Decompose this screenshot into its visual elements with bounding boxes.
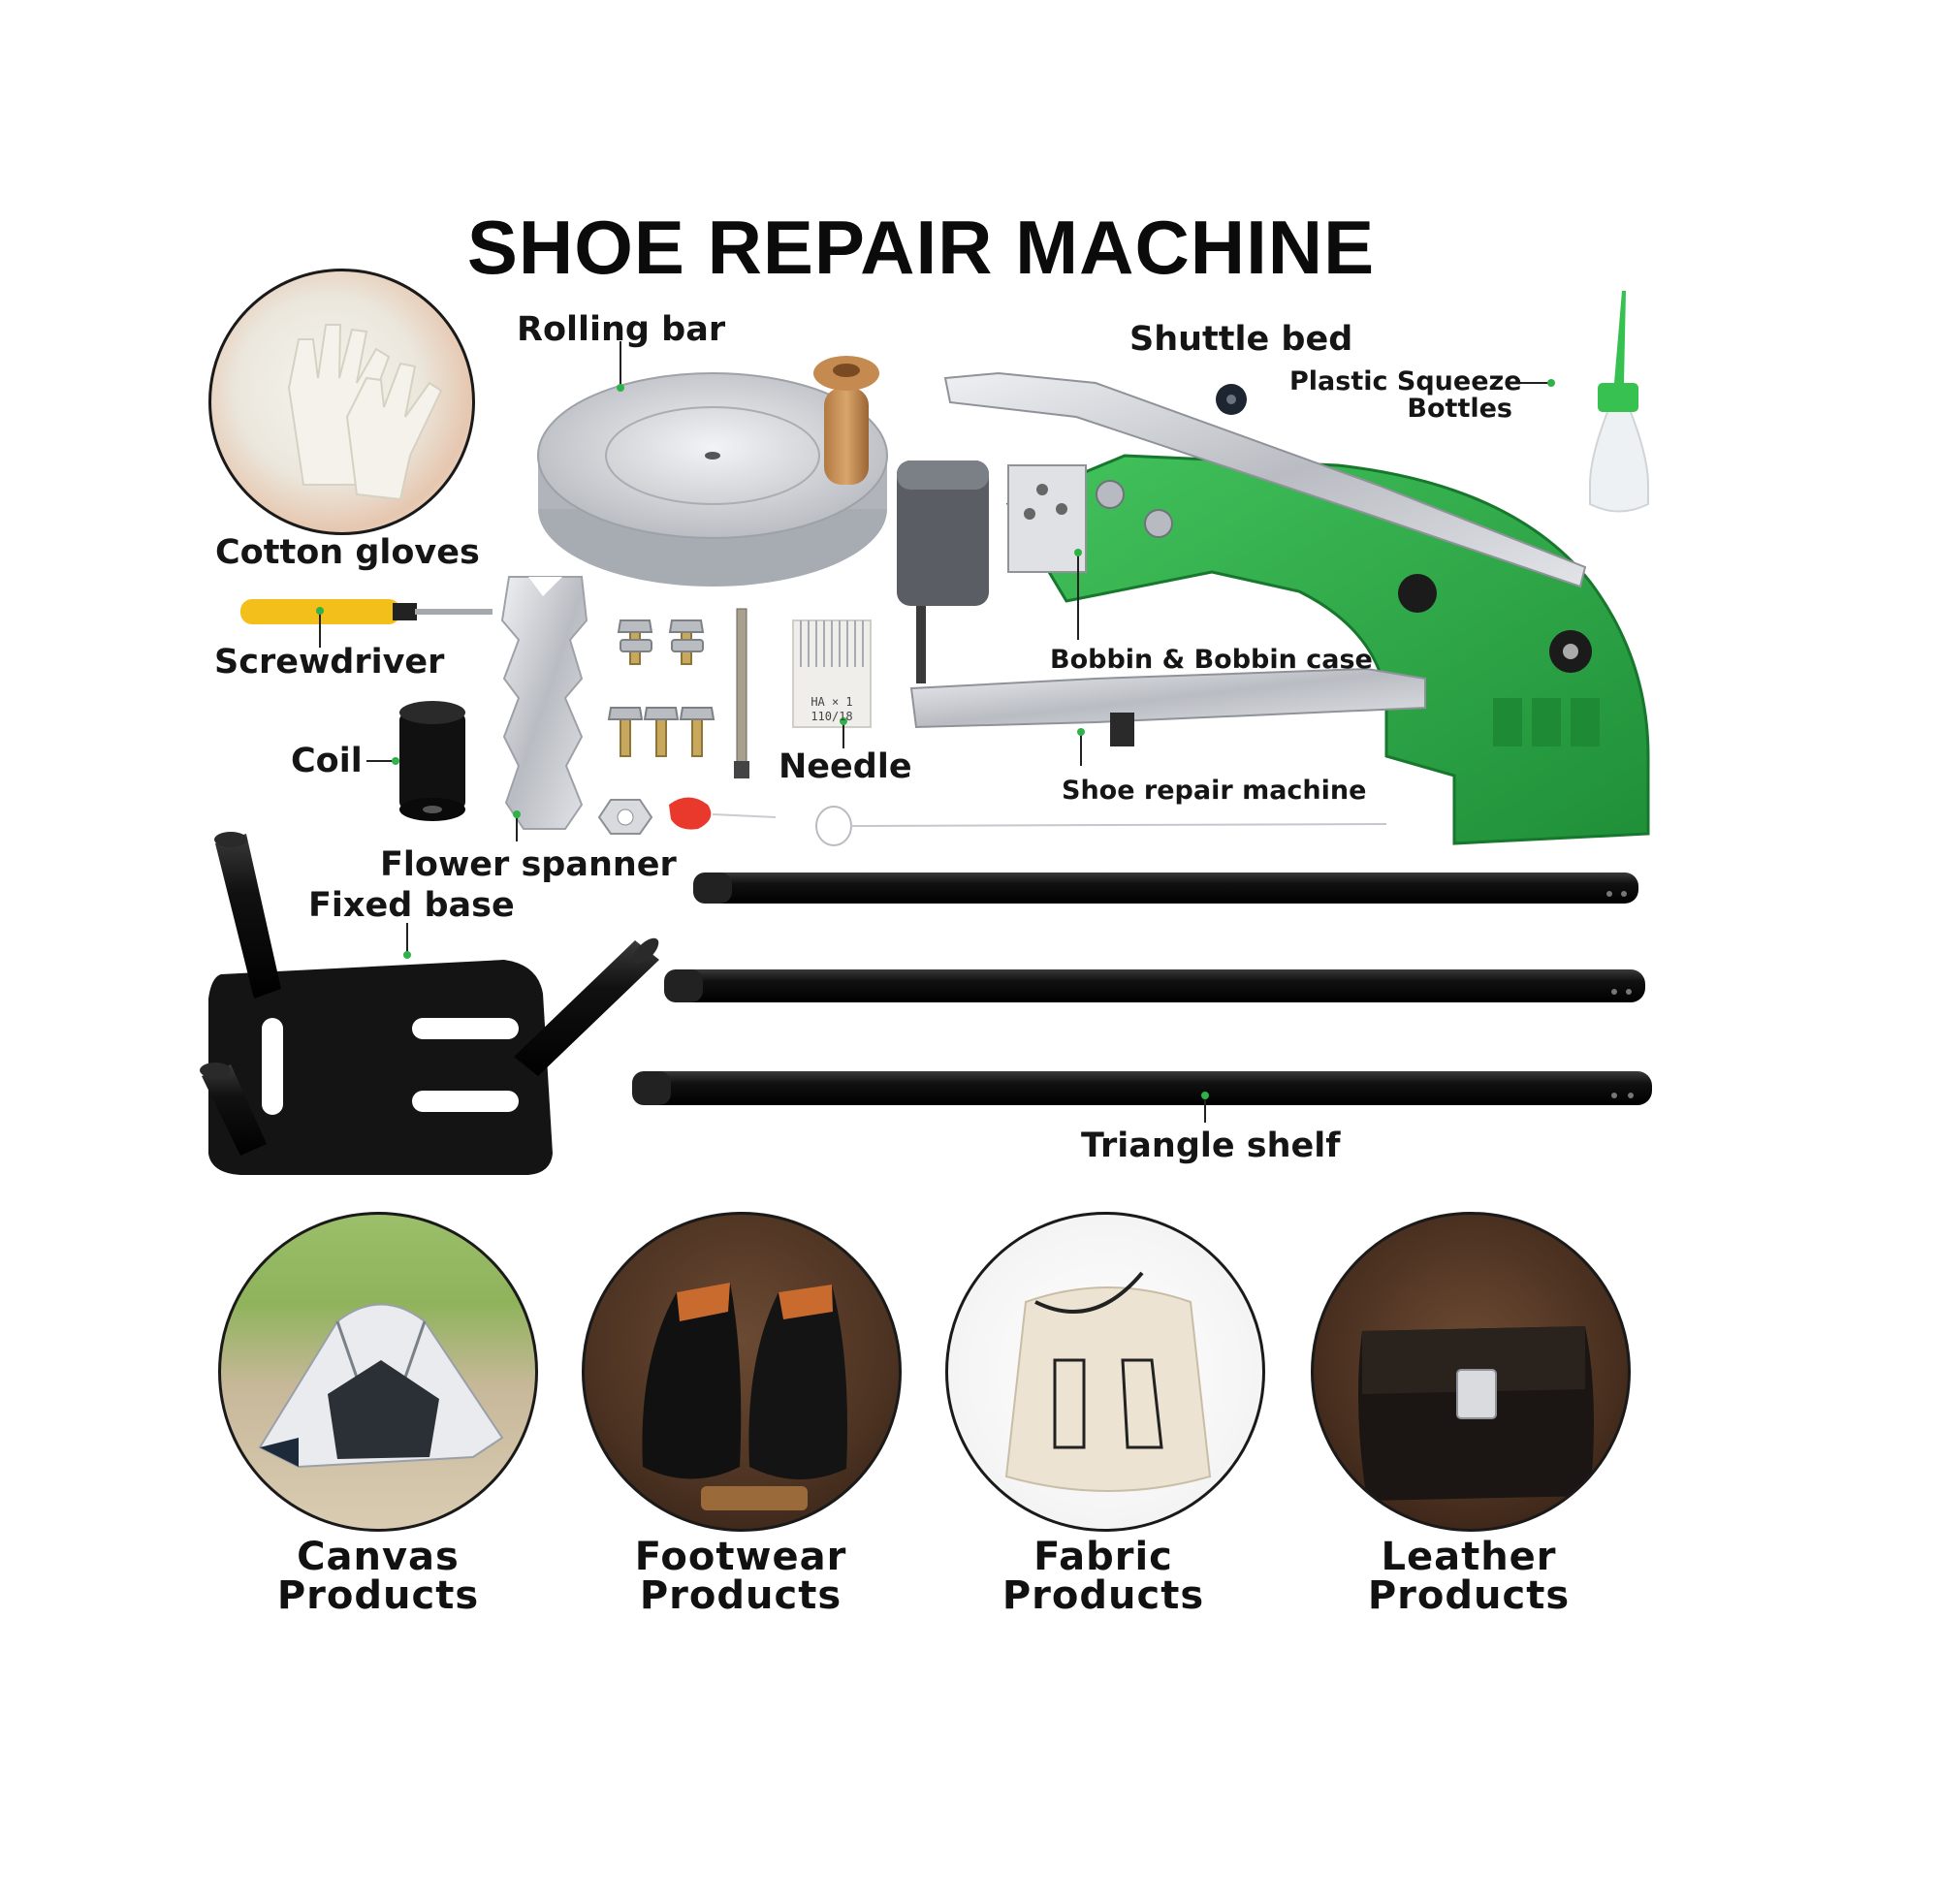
rolling-bar-disc (537, 356, 888, 587)
leather-products-image (1311, 1212, 1631, 1532)
needle-pack-text-2: 110/18 (811, 710, 852, 723)
label-needle: Needle (779, 747, 912, 786)
squeeze-bottle (1589, 291, 1649, 513)
flower-spanner-tool (500, 576, 588, 830)
category-leather-line2: Products (1367, 1573, 1571, 1618)
category-footwear: Footwear Products (566, 1538, 915, 1615)
label-squeeze-bottles-line1: Plastic Squeeze (1289, 366, 1522, 397)
category-canvas: Canvas Products (204, 1538, 553, 1615)
label-shuttle-bed: Shuttle bed (1129, 320, 1353, 359)
needle-pack-text-1: HA × 1 (811, 695, 852, 709)
category-fabric-line1: Fabric (1033, 1535, 1173, 1579)
category-fabric: Fabric Products (929, 1538, 1278, 1615)
label-shoe-repair-machine: Shoe repair machine (1062, 776, 1367, 806)
fixed-base-stand (200, 832, 659, 1175)
needle-threader (815, 806, 852, 846)
label-fixed-base: Fixed base (308, 886, 515, 925)
triangle-shelf-bars (632, 873, 1652, 1105)
page-title: SHOE REPAIR MACHINE (466, 205, 1376, 290)
label-flower-spanner: Flower spanner (380, 845, 677, 884)
label-screwdriver: Screwdriver (214, 643, 445, 682)
category-canvas-line1: Canvas (297, 1535, 460, 1579)
cotton-gloves-image (208, 269, 475, 535)
screwdriver-tool (240, 599, 493, 624)
shoe-repair-machine-body (897, 371, 1650, 845)
label-squeeze-bottles-line2: Bottles (1407, 394, 1512, 425)
category-fabric-line2: Products (1001, 1573, 1205, 1618)
label-rolling-bar: Rolling bar (517, 310, 726, 349)
fabric-products-image (945, 1212, 1265, 1532)
coil-spool (399, 701, 465, 821)
category-footwear-line1: Footwear (634, 1535, 847, 1579)
label-coil: Coil (291, 742, 363, 780)
label-bobbin-case: Bobbin & Bobbin case (1050, 645, 1373, 675)
label-dots (316, 379, 1555, 1099)
label-cotton-gloves: Cotton gloves (215, 533, 480, 572)
canvas-products-image (218, 1212, 538, 1532)
label-triangle-shelf: Triangle shelf (1081, 1127, 1341, 1165)
footwear-products-image (582, 1212, 902, 1532)
category-canvas-line2: Products (276, 1573, 480, 1618)
category-footwear-line2: Products (639, 1573, 842, 1618)
label-squeeze-bottles: Plastic Squeeze Bottles (1289, 366, 1522, 425)
thread-pick (669, 797, 712, 830)
category-leather-line1: Leather (1381, 1535, 1557, 1579)
label-leader-lines (319, 341, 1551, 1123)
category-leather: Leather Products (1294, 1538, 1643, 1615)
needle-pack (792, 619, 872, 728)
